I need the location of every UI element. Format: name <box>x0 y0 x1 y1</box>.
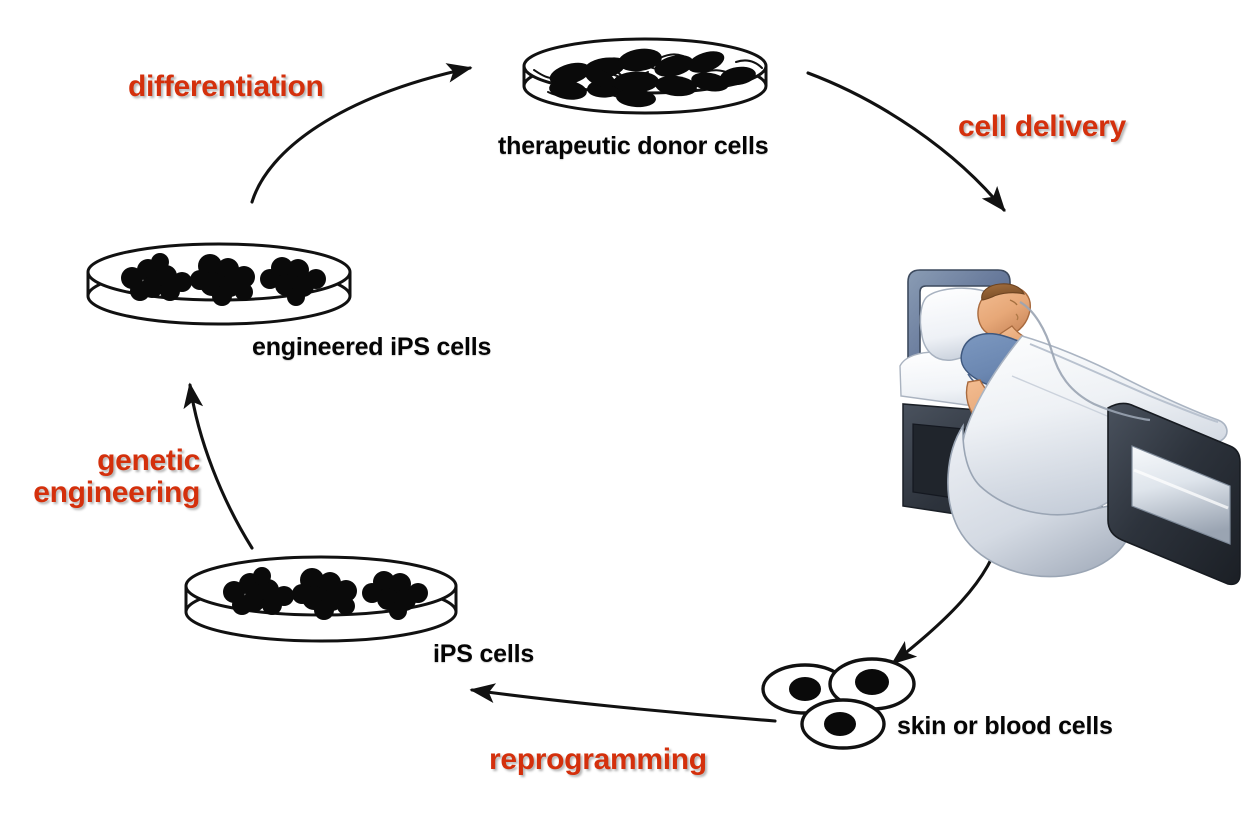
process-label-genetic-engineering: genetic engineering <box>22 445 200 508</box>
process-label-reprogramming: reprogramming <box>489 743 707 776</box>
petri-dish-ips-cells <box>184 555 458 643</box>
node-label-therapeutic-donor-cells: therapeutic donor cells <box>498 132 769 160</box>
spindle-cell-group <box>533 48 763 108</box>
arrow-cell-delivery <box>806 71 1006 212</box>
node-label-ips-cells: iPS cells <box>433 640 535 668</box>
process-label-genetic-engineering-line-1: genetic <box>97 444 200 477</box>
process-label-cell-delivery: cell delivery <box>958 110 1126 143</box>
arrow-reprogramming <box>469 683 777 723</box>
process-label-differentiation: differentiation <box>128 70 324 103</box>
bed-footboard <box>1107 402 1241 586</box>
patient-in-hospital-bed-illustration <box>899 269 1241 586</box>
bed-foot-drape <box>947 423 1137 578</box>
petri-dish-therapeutic-donor-cells <box>522 37 768 115</box>
skin-or-blood-cells-icon <box>761 657 916 750</box>
ips-colony-group <box>121 253 326 306</box>
arrow-differentiation <box>250 63 473 204</box>
node-label-engineered-ips-cells: engineered iPS cells <box>252 333 492 361</box>
petri-dish-engineered-ips-cells <box>86 242 352 326</box>
ips-colony-group <box>223 567 428 620</box>
arrow-genetic-engineering <box>183 382 254 550</box>
node-label-skin-or-blood-cells: skin or blood cells <box>897 712 1113 740</box>
process-label-genetic-engineering-line-2: engineering <box>33 475 200 509</box>
